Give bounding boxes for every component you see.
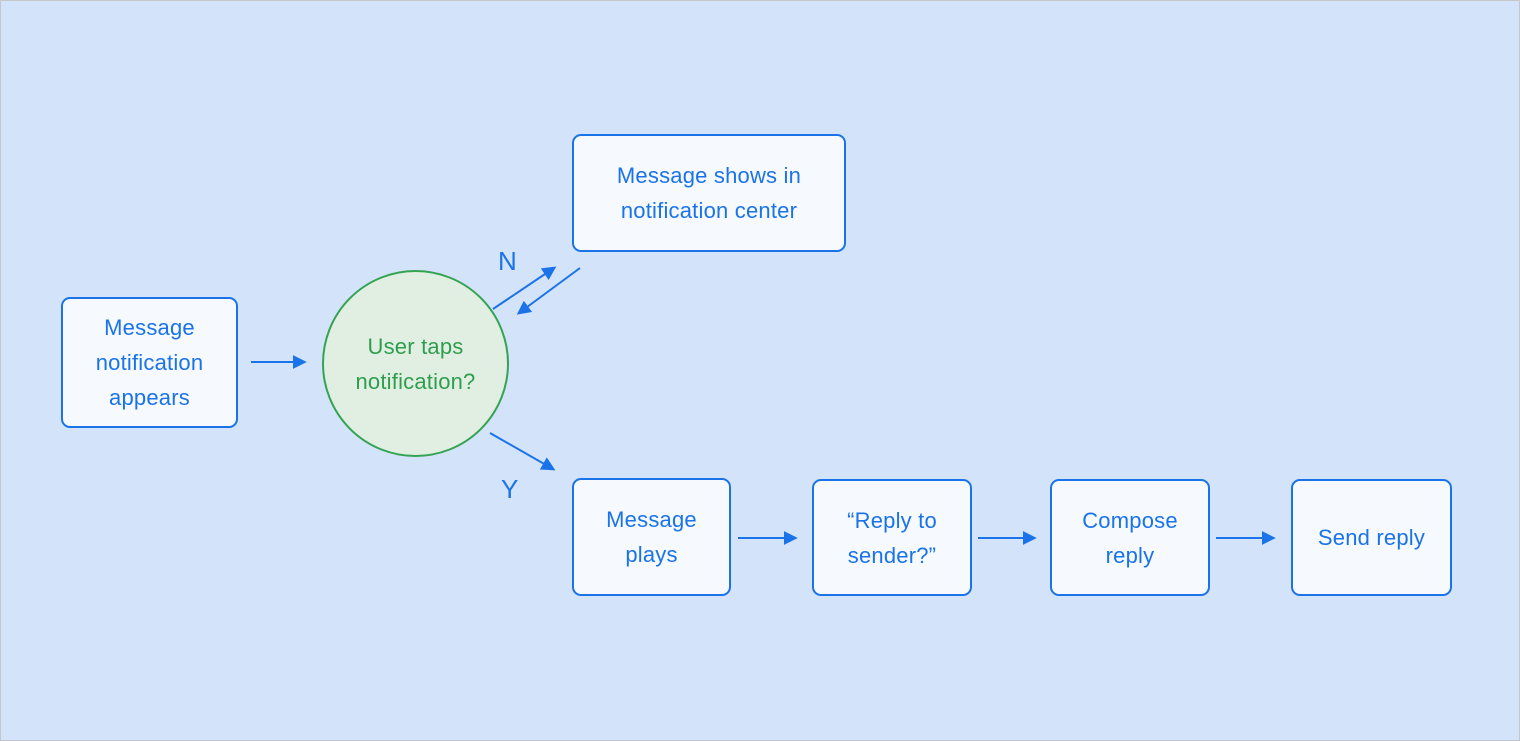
node-reply-prompt-label: “Reply to sender?” [847, 507, 937, 568]
node-decision-label: User taps notification? [355, 333, 476, 394]
node-send-reply-label: Send reply [1317, 525, 1426, 550]
node-no-result-label: Message shows in notification center [616, 163, 802, 223]
node-start: Message notification appears [61, 297, 238, 428]
node-compose-reply-label: Compose reply [1082, 507, 1178, 568]
edge-no-result-to-decision [516, 267, 581, 315]
edge-label-yes: Y [501, 474, 519, 504]
node-message-plays-label: Message plays [606, 507, 697, 567]
node-send-reply: Send reply [1291, 479, 1452, 596]
edge-decision-to-message-plays [489, 432, 556, 471]
node-start-label: Message notification appears [95, 315, 204, 410]
node-reply-prompt: “Reply to sender?” [812, 479, 972, 596]
node-no-result: Message shows in notification center [572, 134, 846, 252]
node-message-plays: Message plays [572, 478, 731, 596]
node-compose-reply: Compose reply [1050, 479, 1210, 596]
node-decision: User taps notification? [322, 270, 509, 457]
edge-label-no: N [498, 246, 517, 276]
